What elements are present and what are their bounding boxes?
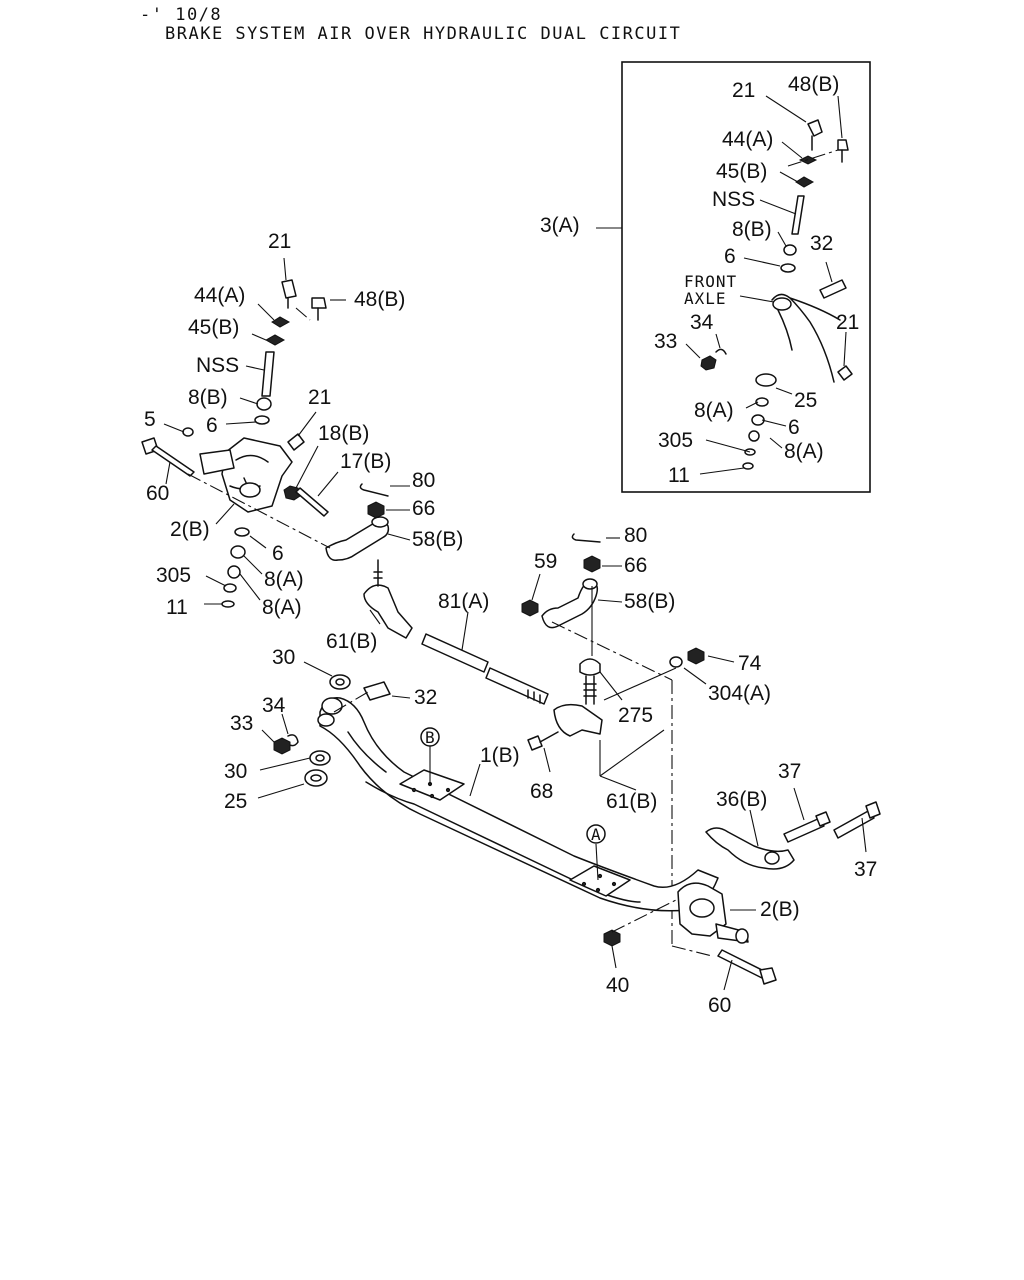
inset-label-45b: 45(B) <box>716 160 767 183</box>
label-33: 33 <box>230 712 253 735</box>
label-8b: 8(B) <box>188 386 228 409</box>
tie-rod-leaders <box>461 537 735 946</box>
label-21-top: 21 <box>268 230 291 253</box>
label-34: 34 <box>262 694 286 717</box>
label-8a-lower: 8(A) <box>262 596 302 619</box>
label-2b-left: 2(B) <box>170 518 210 541</box>
label-66-right: 66 <box>624 554 647 577</box>
label-60-right: 60 <box>708 994 731 1017</box>
inset-label-305: 305 <box>658 429 693 452</box>
label-305: 305 <box>156 564 191 587</box>
inset-label-11: 11 <box>668 464 690 487</box>
callout-a-circle <box>586 824 606 844</box>
tie-rod-parts <box>421 533 705 751</box>
inset-label-21-right: 21 <box>836 311 859 334</box>
label-30-upper: 30 <box>272 646 295 669</box>
inset-front-label: FRONT <box>684 272 737 291</box>
label-5: 5 <box>144 408 156 431</box>
label-58b-left: 58(B) <box>412 528 463 551</box>
label-304a: 304(A) <box>708 682 771 705</box>
label-40: 40 <box>606 974 629 997</box>
label-68: 68 <box>530 780 553 803</box>
callout-b-circle <box>420 727 440 747</box>
inset-label-6: 6 <box>724 245 736 268</box>
label-80-right: 80 <box>624 524 647 547</box>
inset-label-48b: 48(B) <box>788 73 839 96</box>
inset-label-33: 33 <box>654 330 677 353</box>
label-11: 11 <box>166 596 188 619</box>
label-37-right: 37 <box>854 858 877 881</box>
label-25: 25 <box>224 790 247 813</box>
label-21-mid: 21 <box>308 386 331 409</box>
label-36b: 36(B) <box>716 788 767 811</box>
inset-label-25: 25 <box>794 389 817 412</box>
inset-box <box>621 61 871 493</box>
inset-label-8b: 8(B) <box>732 218 772 241</box>
axle-beam-parts <box>273 674 881 985</box>
label-74: 74 <box>738 652 762 675</box>
left-knuckle-parts <box>141 279 413 639</box>
axle-beam-leaders <box>257 661 867 991</box>
label-32: 32 <box>414 686 437 709</box>
callout-a-letter: A <box>591 825 602 844</box>
label-3a: 3(A) <box>540 214 580 237</box>
label-6-upper: 6 <box>206 414 218 437</box>
label-30-lower: 30 <box>224 760 247 783</box>
label-45b: 45(B) <box>188 316 239 339</box>
inset-label-44a: 44(A) <box>722 128 773 151</box>
inset-label-21: 21 <box>732 79 755 102</box>
left-knuckle-leaders <box>163 257 411 625</box>
label-48b: 48(B) <box>354 288 405 311</box>
label-80-left: 80 <box>412 469 435 492</box>
label-6-lower: 6 <box>272 542 284 565</box>
label-61b-left: 61(B) <box>326 630 377 653</box>
label-18b: 18(B) <box>318 422 369 445</box>
inset-label-8a-low: 8(A) <box>784 440 824 463</box>
inset-axle-label: AXLE <box>684 289 727 308</box>
label-58b-right: 58(B) <box>624 590 675 613</box>
label-275: 275 <box>618 704 653 727</box>
label-8a-upper: 8(A) <box>264 568 304 591</box>
label-81a: 81(A) <box>438 590 489 613</box>
inset-leaders <box>685 95 847 475</box>
label-60-left: 60 <box>146 482 169 505</box>
inset-label-6-low: 6 <box>788 416 800 439</box>
inset-label-34: 34 <box>690 311 714 334</box>
diagram-ref-number: -' 10/8 <box>140 5 222 25</box>
callout-b-letter: B <box>425 728 436 747</box>
label-66-left: 66 <box>412 497 435 520</box>
label-2b-right: 2(B) <box>760 898 800 921</box>
label-nss: NSS <box>196 354 239 377</box>
label-61b-right: 61(B) <box>606 790 657 813</box>
inset-parts <box>700 119 853 470</box>
diagram-title: BRAKE SYSTEM AIR OVER HYDRAULIC DUAL CIR… <box>165 24 681 44</box>
label-44a: 44(A) <box>194 284 245 307</box>
label-37-top: 37 <box>778 760 801 783</box>
label-59: 59 <box>534 550 557 573</box>
inset-label-8a-top: 8(A) <box>694 399 734 422</box>
inset-label-32: 32 <box>810 232 833 255</box>
label-17b: 17(B) <box>340 450 391 473</box>
inset-label-nss: NSS <box>712 188 755 211</box>
label-1b: 1(B) <box>480 744 520 767</box>
